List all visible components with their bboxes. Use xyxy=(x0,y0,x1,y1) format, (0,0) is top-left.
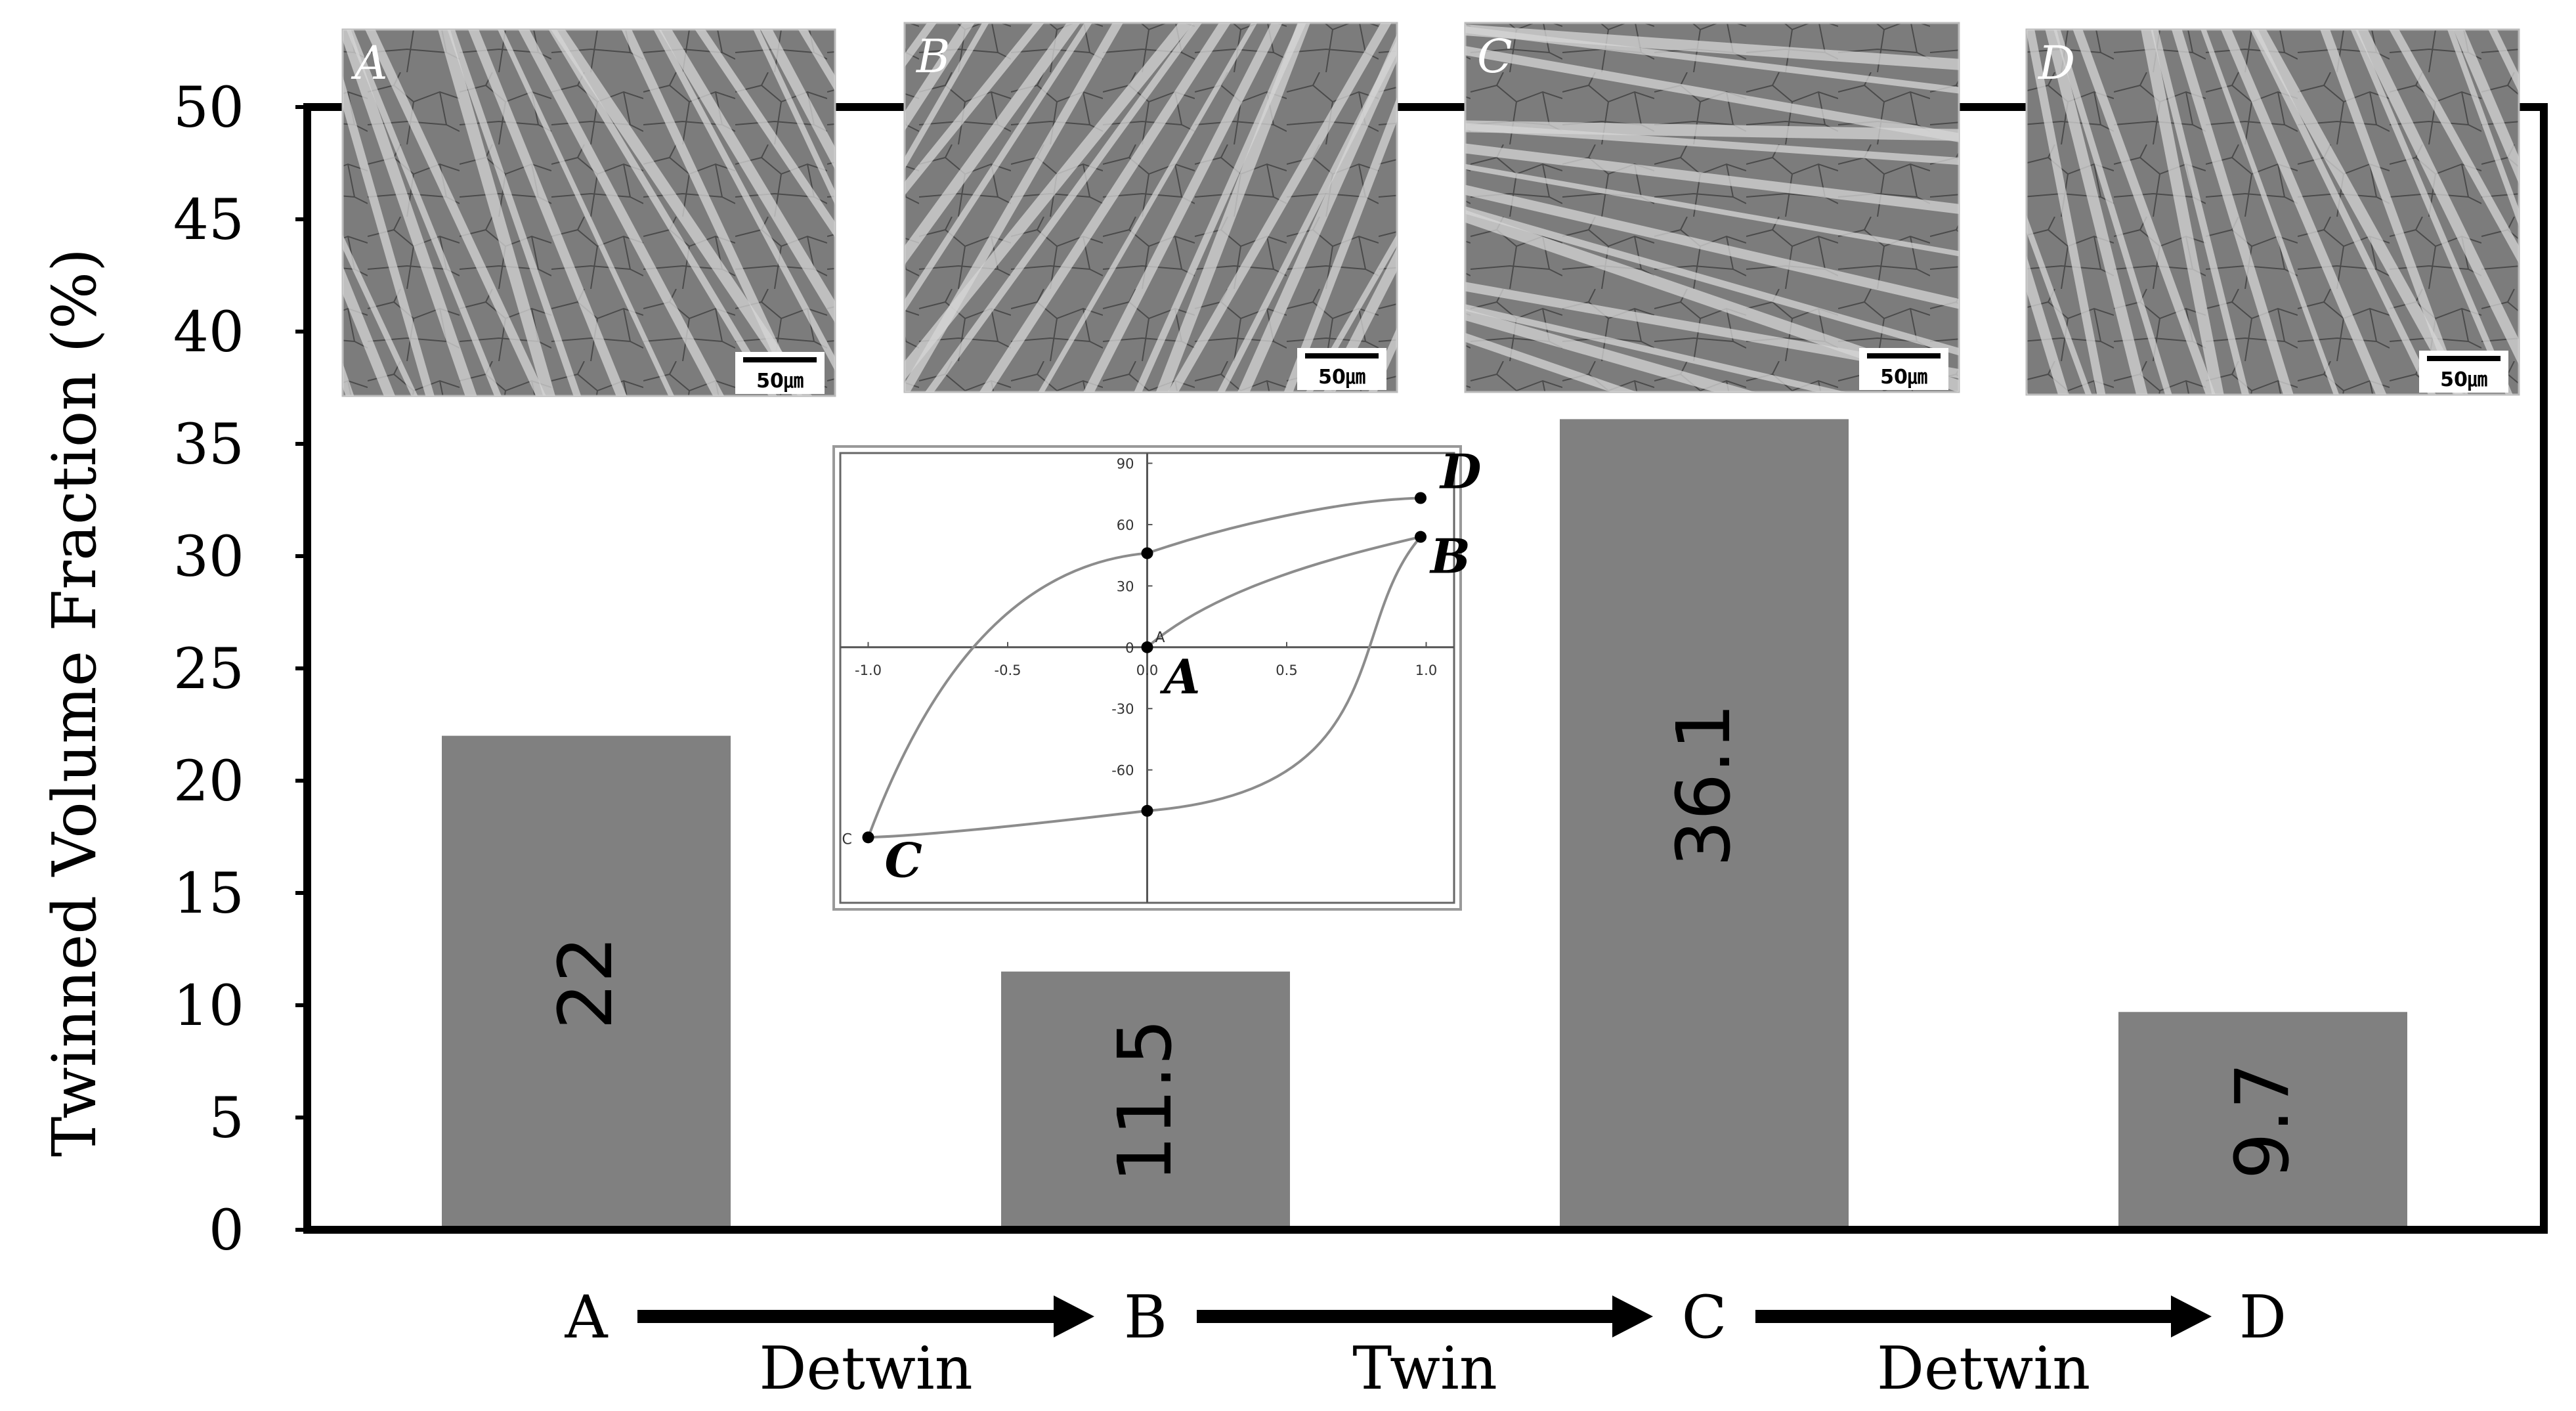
bar-series: 22 11.5 36.1 9.7 xyxy=(442,419,2407,1226)
micrograph-label: B xyxy=(915,30,950,83)
sequence-point-label: A xyxy=(565,1283,609,1352)
scale-bar-label: 50㎛ xyxy=(2440,368,2487,391)
sequence-point-label: B xyxy=(1124,1283,1167,1352)
inset-point-label: C xyxy=(885,832,922,888)
loading-sequence: A B C D Detwin Twin Detwin xyxy=(565,1283,2287,1403)
transition-label: Detwin xyxy=(1877,1334,2090,1403)
inset-point-label: D xyxy=(1439,444,1481,500)
y-tick-label: 0 xyxy=(209,1198,244,1263)
bar-c xyxy=(1560,419,1849,1226)
sequence-arrowhead xyxy=(1612,1295,1653,1337)
y-tick-label: 25 xyxy=(173,637,244,702)
bar-b xyxy=(1001,971,1290,1226)
inset-point-b xyxy=(1415,531,1427,543)
micrograph-label: D xyxy=(2037,36,2075,90)
sequence-point-label: C xyxy=(1682,1283,1727,1352)
y-tick-label: 50 xyxy=(173,76,244,141)
y-tick-label: 30 xyxy=(173,525,244,590)
inset-y-tick-label: 0 xyxy=(1125,640,1134,656)
micrograph-d: D 50㎛ xyxy=(2025,28,2520,396)
scale-bar-label: 50㎛ xyxy=(1880,366,1927,389)
inset-hysteresis-plot: -1.0 -0.5 0.0 0.5 1.0 90 60 30 0 -30 -60 A B C D A C xyxy=(832,444,1481,911)
scale-bar-label: 50㎛ xyxy=(1318,366,1365,389)
bar-a xyxy=(442,735,731,1226)
micrograph-label: A xyxy=(351,36,388,90)
inset-point-c xyxy=(862,831,874,844)
bar-d xyxy=(2118,1012,2407,1226)
y-tick-label: 20 xyxy=(173,749,244,814)
scale-bar-label: 50㎛ xyxy=(756,370,804,393)
bar-value-label: 36.1 xyxy=(1662,703,1747,867)
inset-marker xyxy=(1141,804,1153,817)
inset-x-tick-label: 0.5 xyxy=(1276,662,1297,678)
y-tick-label: 15 xyxy=(173,861,244,926)
inset-y-tick-label: 30 xyxy=(1117,578,1134,594)
plot-axes: 0 5 10 15 20 25 30 35 40 45 50 xyxy=(173,76,2548,1263)
inset-marker xyxy=(1141,547,1153,559)
y-tick-label: 5 xyxy=(209,1086,244,1151)
inset-y-tick-label: -30 xyxy=(1111,701,1134,717)
y-tick-label: 10 xyxy=(173,974,244,1039)
transition-label: Twin xyxy=(1352,1334,1497,1403)
micrograph-b: B 50㎛ xyxy=(903,22,1398,393)
transition-label: Detwin xyxy=(759,1334,972,1403)
inset-small-point-label: C xyxy=(842,831,852,848)
inset-x-tick-label: 1.0 xyxy=(1415,662,1437,678)
y-tick-label: 35 xyxy=(173,412,244,477)
y-tick-label: 45 xyxy=(173,188,244,253)
inset-x-tick-label: -0.5 xyxy=(995,662,1021,678)
inset-point-label: A xyxy=(1160,649,1201,705)
sequence-arrowhead xyxy=(2171,1295,2212,1337)
inset-x-tick-label: 0.0 xyxy=(1136,662,1158,678)
bar-value-label: 11.5 xyxy=(1103,1019,1188,1183)
inset-point-d xyxy=(1415,492,1427,504)
micrograph-c: C 50㎛ xyxy=(1464,22,1960,393)
inset-x-tick-label: -1.0 xyxy=(855,662,882,678)
micrograph-label: C xyxy=(1477,30,1513,83)
sequence-point-label: D xyxy=(2239,1283,2286,1352)
bar-value-label: 22 xyxy=(544,936,629,1030)
sequence-arrowhead xyxy=(1054,1295,1094,1337)
inset-point-label: B xyxy=(1429,529,1470,584)
inset-y-tick-label: 90 xyxy=(1117,456,1134,472)
inset-y-tick-label: 60 xyxy=(1117,517,1134,533)
inset-y-tick-label: -60 xyxy=(1111,763,1134,779)
micrograph-a: A 50㎛ xyxy=(341,28,836,397)
inset-point-a xyxy=(1141,641,1153,653)
micrograph-panels: A 50㎛ B 50㎛ C 50㎛ D 50㎛ xyxy=(341,22,2520,397)
bar-value-label: 9.7 xyxy=(2220,1062,2306,1179)
y-axis-title: Twinned Volume Fraction (%) xyxy=(39,248,110,1157)
inset-small-point-label: A xyxy=(1155,630,1165,646)
y-tick-label: 40 xyxy=(173,300,244,365)
